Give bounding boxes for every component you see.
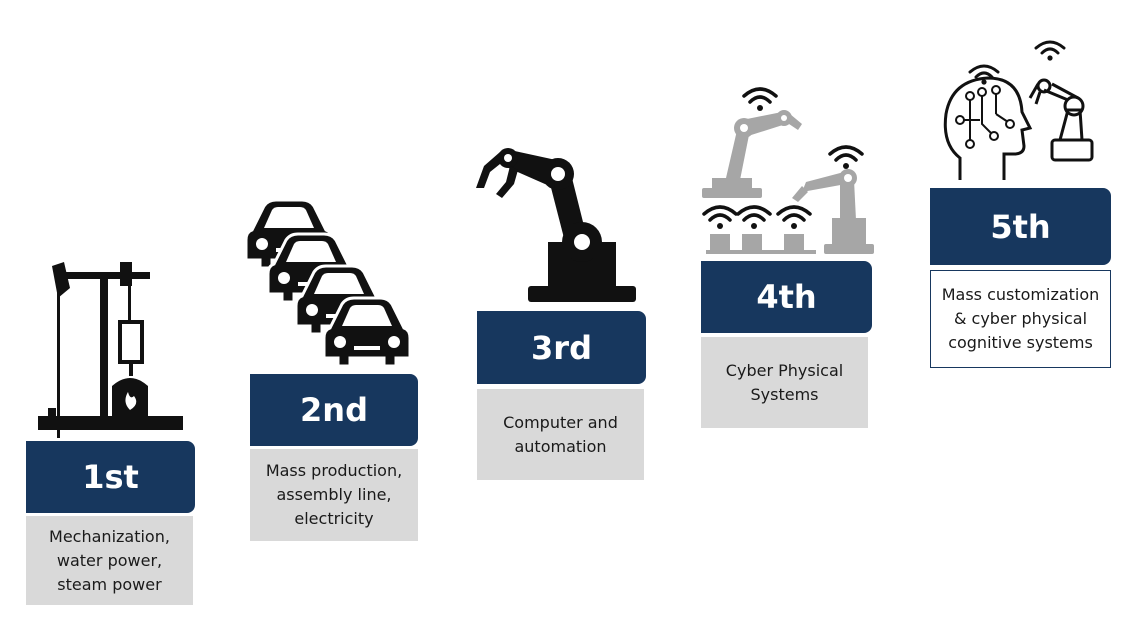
stage-3-label: 3rd <box>477 311 646 384</box>
car-assembly-line-icon <box>244 198 412 368</box>
stage-2-label: 2nd <box>250 374 418 446</box>
stage-4-label: 4th <box>701 261 872 333</box>
stage-5-description: Mass customization & cyber physical cogn… <box>930 270 1111 368</box>
stage-3-description: Computer and automation <box>477 389 644 480</box>
connected-robots-icon <box>702 87 874 254</box>
stage-1-description: Mechanization, water power, steam power <box>26 516 193 605</box>
robot-arm-icon <box>476 148 636 302</box>
steam-engine-icon <box>38 262 183 438</box>
stage-2-description: Mass production, assembly line, electric… <box>250 449 418 541</box>
stage-5-label: 5th <box>930 188 1111 265</box>
ai-brain-and-robot-icon <box>943 40 1094 180</box>
stage-1-label: 1st <box>26 441 195 513</box>
stage-4-description: Cyber Physical Systems <box>701 337 868 428</box>
